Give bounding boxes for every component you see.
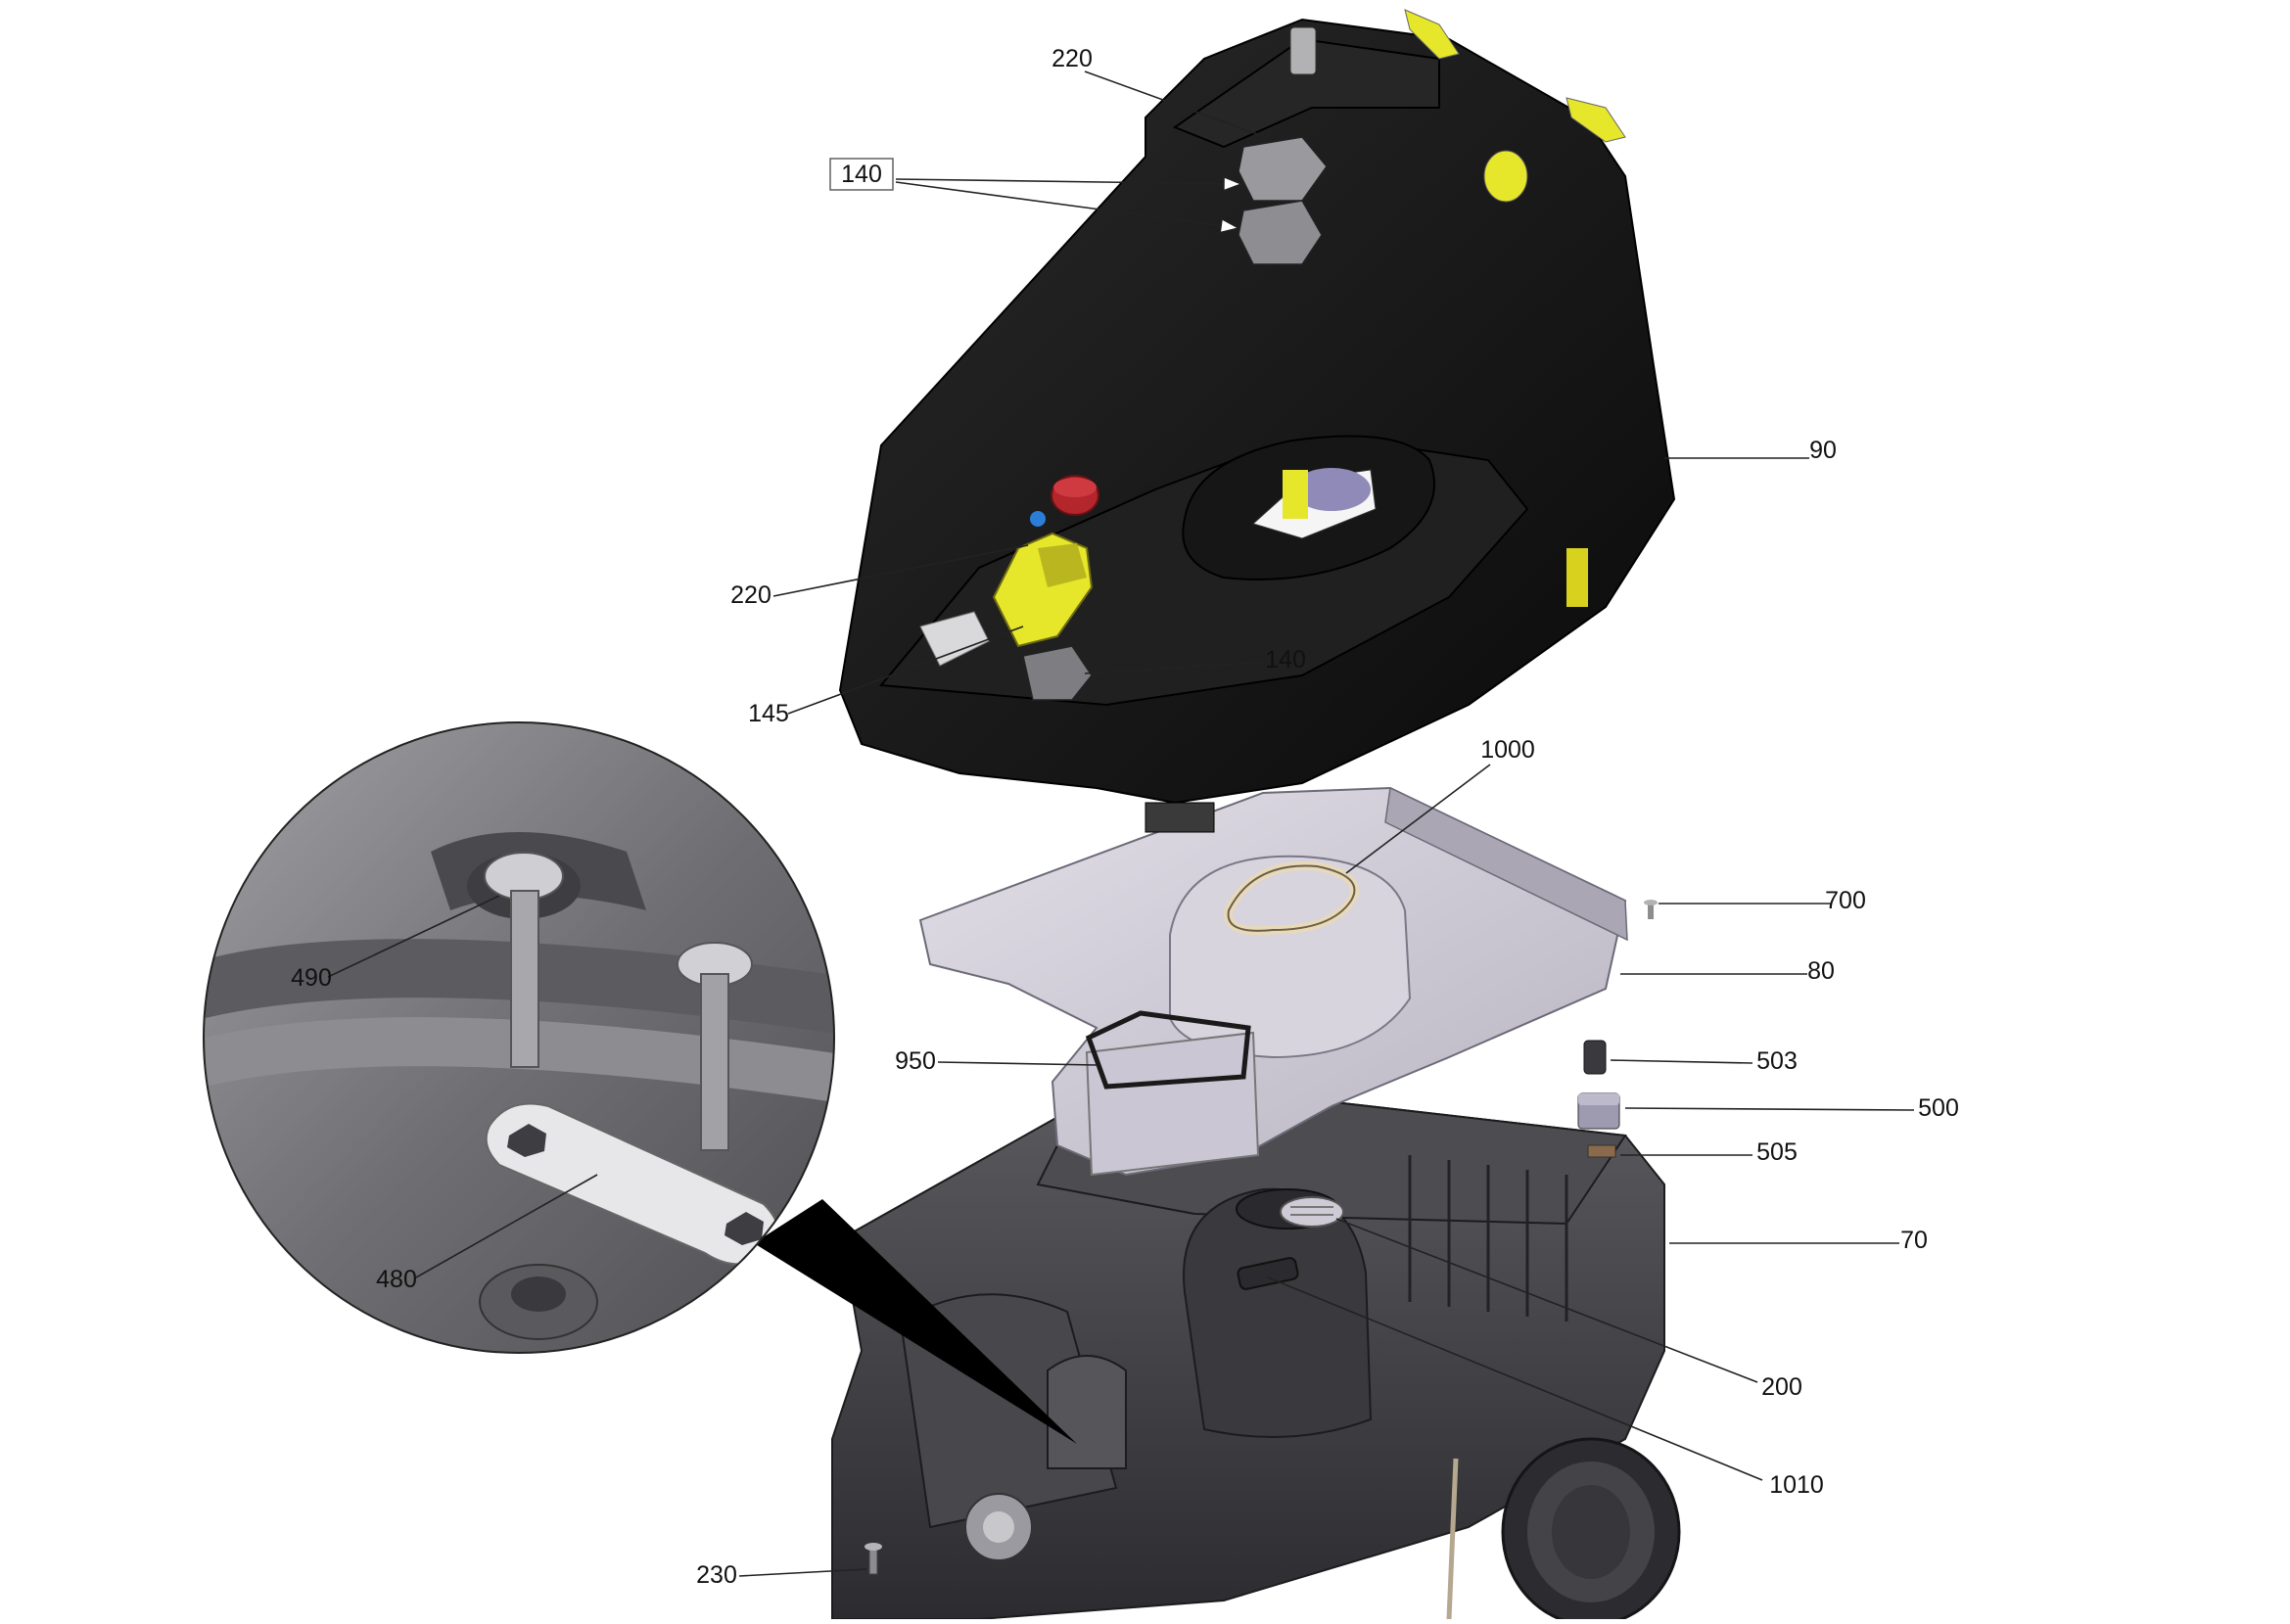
leader-line	[1624, 1107, 1915, 1111]
callout-label: 490	[291, 964, 332, 992]
callout-label: 80	[1807, 957, 1835, 985]
leader-line	[327, 895, 500, 978]
callout-label: 500	[1918, 1094, 1959, 1122]
leader-arrowhead	[1223, 175, 1244, 192]
callout-c490: 490	[291, 895, 500, 992]
leader-line	[787, 626, 1024, 715]
callout-c200: 200	[1335, 1218, 1802, 1401]
callout-label: 140	[841, 161, 882, 188]
leader-line	[1610, 1059, 1753, 1064]
callout-label: 140	[1265, 646, 1306, 673]
callout-label: 200	[1761, 1373, 1802, 1401]
leader-line	[1084, 70, 1261, 136]
callout-layer: 220 140 90 220 145 140 1000 700 80 950 503 500 505 70…	[291, 45, 1959, 1589]
base-housing-70	[831, 1094, 1681, 1624]
callout-label: 70	[1900, 1227, 1928, 1254]
leader-line	[772, 544, 1029, 597]
detail-magnifier	[203, 721, 1077, 1444]
callout-c70: 70	[1669, 1227, 1928, 1254]
leader-line	[1345, 764, 1491, 874]
upper-housing-90	[838, 9, 1676, 833]
callout-label: 1010	[1769, 1471, 1824, 1499]
callout-label: 950	[895, 1047, 936, 1075]
callout-c220b: 220	[730, 544, 1029, 609]
callout-label: 1000	[1480, 736, 1535, 764]
callout-label: 220	[730, 581, 771, 609]
callout-c90: 90	[1664, 437, 1837, 464]
callout-c1000: 1000	[1345, 736, 1535, 874]
callout-c140b: 140	[1084, 646, 1306, 674]
callout-label: 145	[748, 700, 789, 727]
leader-line	[895, 178, 1242, 185]
callout-c140a: 140	[829, 158, 1244, 234]
callout-label: 220	[1052, 45, 1093, 72]
callout-c230: 230	[696, 1561, 867, 1589]
leader-line	[738, 1568, 867, 1577]
callout-label: 503	[1756, 1047, 1798, 1075]
callout-c950: 950	[895, 1047, 1098, 1075]
callout-c145: 145	[748, 626, 1024, 727]
callout-c505: 505	[1620, 1138, 1798, 1166]
callout-label: 700	[1825, 887, 1866, 914]
leader-line	[1267, 1276, 1763, 1481]
callout-c503: 503	[1610, 1047, 1798, 1075]
intermediate-plate-80	[918, 786, 1658, 1177]
leader-arrowhead	[1219, 217, 1241, 234]
leader-line	[1335, 1218, 1758, 1383]
callout-c700: 700	[1659, 887, 1866, 914]
callout-c1010: 1010	[1267, 1276, 1824, 1499]
leader-line	[415, 1174, 598, 1278]
callout-c80: 80	[1620, 957, 1835, 985]
callout-box	[829, 158, 894, 191]
callout-c500: 500	[1624, 1094, 1959, 1122]
callout-label: 480	[376, 1266, 417, 1293]
leader-line	[895, 181, 1239, 229]
leader-line	[937, 1061, 1098, 1066]
callout-label: 90	[1809, 437, 1837, 464]
leader-line	[1084, 661, 1274, 674]
callout-label: 230	[696, 1561, 737, 1589]
switch-parts-500-503-505	[1577, 1040, 1620, 1158]
callout-c480: 480	[376, 1174, 598, 1293]
callout-c220a: 220	[1052, 45, 1261, 136]
callout-label: 505	[1756, 1138, 1798, 1166]
